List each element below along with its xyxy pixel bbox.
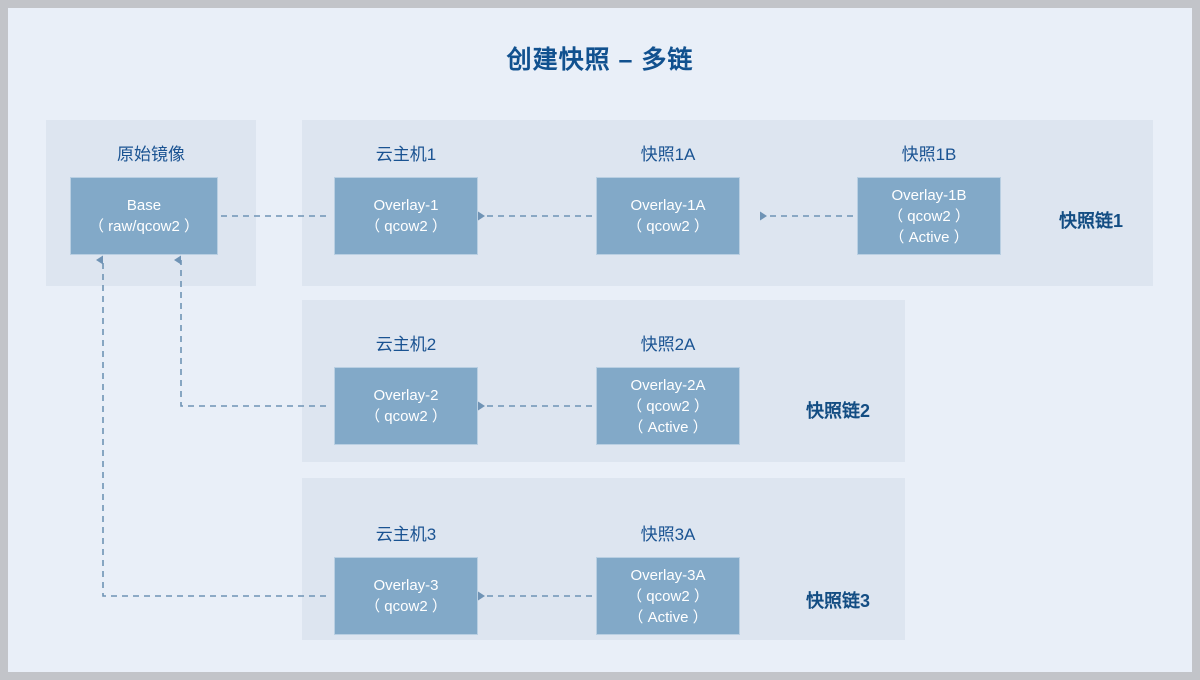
caption-chain1-node1: 云主机1 bbox=[375, 145, 437, 164]
node-overlay-3a[interactable]: Overlay-3A （ qcow2 ） （ Active ） bbox=[596, 557, 740, 635]
diagram-canvas: 创建快照 – 多链 bbox=[8, 8, 1192, 672]
node-overlay-2-line2: （ qcow2 ） bbox=[365, 408, 447, 425]
chain-label-1: 快照链1 bbox=[1058, 211, 1123, 231]
caption-source: 原始镜像 bbox=[117, 145, 185, 164]
node-overlay-2[interactable]: Overlay-2 （ qcow2 ） bbox=[334, 367, 478, 445]
node-overlay-1b-line2: （ qcow2 ） bbox=[888, 207, 970, 225]
chain-label-2: 快照链2 bbox=[805, 401, 870, 421]
node-overlay-1a-line1: Overlay-1A bbox=[630, 197, 706, 214]
node-overlay-3-line1: Overlay-3 bbox=[373, 577, 439, 594]
node-base-line1: Base bbox=[126, 197, 162, 214]
wire-3-to-base bbox=[96, 255, 326, 597]
node-overlay-1b[interactable]: Overlay-1B （ qcow2 ） （ Active ） bbox=[857, 177, 1001, 255]
node-overlay-1a-line2: （ qcow2 ） bbox=[627, 218, 709, 235]
caption-chain1-node3: 快照1B bbox=[901, 145, 957, 164]
node-overlay-2a[interactable]: Overlay-2A （ qcow2 ） （ Active ） bbox=[596, 367, 740, 445]
node-base[interactable]: Base （ raw/qcow2 ） bbox=[70, 177, 218, 255]
node-overlay-1b-line3: （ Active ） bbox=[889, 228, 969, 246]
node-overlay-2a-line3: （ Active ） bbox=[628, 418, 708, 436]
caption-chain2-node1: 云主机2 bbox=[375, 335, 437, 354]
caption-chain3-node2: 快照3A bbox=[640, 525, 696, 544]
node-overlay-1b-line1: Overlay-1B bbox=[891, 186, 967, 204]
caption-chain1-node2: 快照1A bbox=[640, 145, 696, 164]
caption-chain3-node1: 云主机3 bbox=[375, 525, 437, 544]
node-overlay-1-line1: Overlay-1 bbox=[373, 197, 439, 214]
node-overlay-2a-line2: （ qcow2 ） bbox=[627, 397, 709, 415]
node-overlay-3a-line3: （ Active ） bbox=[628, 608, 708, 626]
caption-chain2-node2: 快照2A bbox=[640, 335, 696, 354]
node-overlay-1a[interactable]: Overlay-1A （ qcow2 ） bbox=[596, 177, 740, 255]
node-overlay-3a-line1: Overlay-3A bbox=[630, 566, 706, 584]
node-overlay-1[interactable]: Overlay-1 （ qcow2 ） bbox=[334, 177, 478, 255]
page-title: 创建快照 – 多链 bbox=[506, 46, 694, 74]
node-overlay-2a-line1: Overlay-2A bbox=[630, 376, 706, 394]
node-overlay-3[interactable]: Overlay-3 （ qcow2 ） bbox=[334, 557, 478, 635]
node-base-line2: （ raw/qcow2 ） bbox=[88, 218, 200, 235]
node-overlay-2-line1: Overlay-2 bbox=[373, 387, 439, 404]
node-overlay-3a-line2: （ qcow2 ） bbox=[627, 587, 709, 605]
node-overlay-3-line2: （ qcow2 ） bbox=[365, 598, 447, 615]
chain-label-3: 快照链3 bbox=[805, 591, 870, 611]
node-overlay-1-line2: （ qcow2 ） bbox=[365, 218, 447, 235]
